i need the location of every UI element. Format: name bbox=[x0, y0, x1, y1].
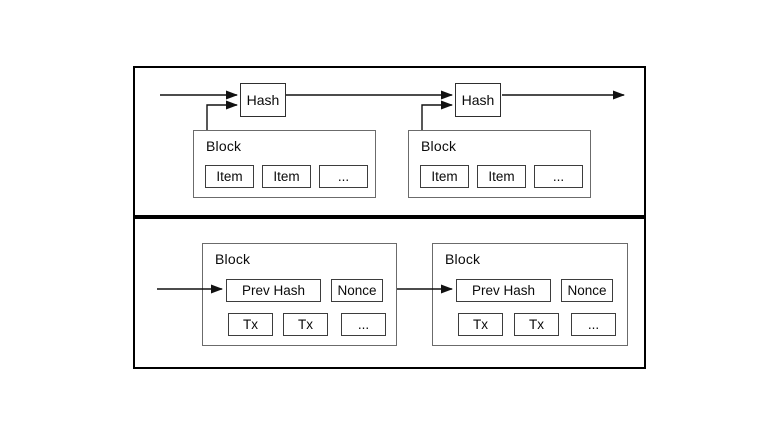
bottom-block-1-tx-ellipsis: ... bbox=[341, 313, 386, 336]
top-block-1-item-1: Item bbox=[205, 165, 254, 188]
top-block-1: Block Item Item ... bbox=[193, 130, 376, 198]
bottom-block-1-tx-1: Tx bbox=[228, 313, 273, 336]
bottom-block-2-prev-hash: Prev Hash bbox=[456, 279, 551, 302]
top-block-1-title: Block bbox=[206, 138, 242, 154]
bottom-block-2: Block Prev Hash Nonce Tx Tx ... bbox=[432, 243, 628, 346]
bottom-block-2-nonce: Nonce bbox=[561, 279, 613, 302]
bottom-block-2-tx-ellipsis: ... bbox=[571, 313, 616, 336]
bottom-block-1-tx-2: Tx bbox=[283, 313, 328, 336]
top-block-2-item-2: Item bbox=[477, 165, 526, 188]
top-block-1-item-2: Item bbox=[262, 165, 311, 188]
bottom-block-2-title: Block bbox=[445, 251, 481, 267]
bottom-block-1-prev-hash: Prev Hash bbox=[226, 279, 321, 302]
bottom-block-1-nonce: Nonce bbox=[331, 279, 383, 302]
hash-box-2: Hash bbox=[455, 83, 501, 117]
hash-box-1: Hash bbox=[240, 83, 286, 117]
top-block-2-item-1: Item bbox=[420, 165, 469, 188]
bottom-block-1-title: Block bbox=[215, 251, 251, 267]
bottom-block-2-tx-2: Tx bbox=[514, 313, 559, 336]
bottom-block-2-tx-1: Tx bbox=[458, 313, 503, 336]
top-block-2-title: Block bbox=[421, 138, 457, 154]
top-block-2-item-ellipsis: ... bbox=[534, 165, 583, 188]
top-block-2: Block Item Item ... bbox=[408, 130, 591, 198]
top-block-1-item-ellipsis: ... bbox=[319, 165, 368, 188]
bottom-block-1: Block Prev Hash Nonce Tx Tx ... bbox=[202, 243, 397, 346]
